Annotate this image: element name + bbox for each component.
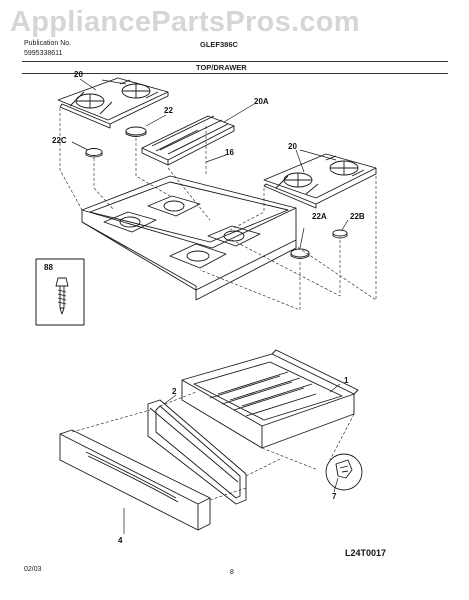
model-number: GLEF386C <box>200 40 238 49</box>
header-rule-bottom <box>22 73 448 74</box>
publication-label: Publication No. <box>24 40 72 47</box>
section-title: TOP/DRAWER <box>196 63 247 72</box>
cap-22-part <box>125 126 147 136</box>
callout-22a: 22A <box>312 212 327 221</box>
callout-88: 88 <box>44 263 53 272</box>
callout-20-left: 20 <box>74 70 83 79</box>
callout-22: 22 <box>164 106 173 115</box>
grate-right-part <box>263 153 377 209</box>
header-rule-top <box>22 61 448 62</box>
watermark-text: AppliancePartsPros.com <box>10 6 360 38</box>
callout-22b: 22B <box>350 212 365 221</box>
drawer-front-part <box>59 429 211 531</box>
clip-detail-part <box>325 453 363 491</box>
drawing-code: L24T0017 <box>345 548 387 558</box>
cap-22a-part <box>290 248 310 258</box>
callout-2: 2 <box>172 387 177 396</box>
footer-date: 02/03 <box>24 566 42 573</box>
cap-22c-part <box>85 148 103 156</box>
callout-4: 4 <box>118 536 123 545</box>
drawer-frame-part <box>147 399 247 505</box>
callout-1: 1 <box>344 376 349 385</box>
callout-7: 7 <box>332 492 337 501</box>
publication-number: 5995338611 <box>24 50 63 57</box>
footer-page-number: 8 <box>230 569 234 576</box>
drawer-body-part <box>181 349 359 449</box>
screw-inset-box <box>35 258 85 326</box>
grate-left-part <box>57 77 169 129</box>
callout-20a: 20A <box>254 97 269 106</box>
center-grate-part <box>141 115 235 166</box>
cap-22b-part <box>332 229 348 237</box>
callout-22c: 22C <box>52 136 67 145</box>
callout-16: 16 <box>225 148 234 157</box>
callout-20-right: 20 <box>288 142 297 151</box>
